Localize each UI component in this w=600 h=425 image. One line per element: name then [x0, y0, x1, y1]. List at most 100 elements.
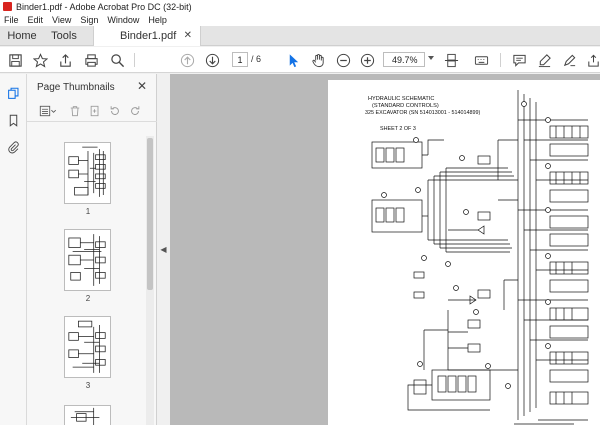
minus-circle-icon: [336, 53, 350, 67]
menu-view[interactable]: View: [52, 14, 72, 25]
bookmark-ribbon-icon: [9, 114, 18, 127]
print-button[interactable]: [82, 51, 100, 69]
schematic-sheet-number: SHEET 2 OF 3: [380, 126, 416, 132]
insert-page-button[interactable]: [87, 104, 102, 118]
rotate-right-icon: [130, 106, 139, 115]
page-thumbnails-icon: [8, 87, 19, 99]
insert-page-icon: [90, 105, 98, 117]
page-thumbnail-label: 1: [85, 207, 91, 216]
options-menu-icon: [39, 105, 57, 117]
page-thumbnail-2[interactable]: [64, 229, 111, 291]
keyboard-button[interactable]: [472, 51, 490, 69]
highlighter-pen-icon: [538, 53, 551, 67]
hand-tool-button[interactable]: [309, 51, 327, 69]
keyboard-icon: [474, 55, 488, 65]
page-thumbnail-label: 2: [85, 294, 91, 303]
pdf-page: HYDRAULIC SCHEMATIC (STANDARD CONTROLS) …: [328, 80, 600, 425]
close-tab-icon[interactable]: ✕: [183, 30, 192, 41]
paperclip-icon: [8, 141, 19, 154]
schematic-thumbnail-image: [68, 146, 106, 197]
trash-icon: [70, 106, 79, 117]
thumbnails-scrollbar[interactable]: [146, 136, 154, 425]
upload-button[interactable]: [56, 51, 74, 69]
thumbnail-options-button[interactable]: [37, 104, 59, 118]
page-thumbnail-4[interactable]: [64, 405, 111, 425]
share-button[interactable]: [584, 51, 600, 69]
arrow-down-circle-icon: [205, 53, 219, 67]
schematic-subtitle: (STANDARD CONTROLS): [372, 103, 439, 109]
zoom-in-button[interactable]: [358, 51, 376, 69]
zoom-out-button[interactable]: [334, 51, 352, 69]
pointer-arrow-icon: [289, 53, 298, 67]
main-toolbar: 1 / 6 49.7%: [0, 47, 600, 73]
comment-icon: [512, 54, 526, 67]
previous-page-button[interactable]: [178, 51, 196, 69]
zoom-level-input[interactable]: 49.7%: [383, 52, 425, 67]
page-fit-icon: [444, 53, 458, 67]
schematic-thumbnail-image: [68, 320, 106, 373]
hydraulic-schematic-drawing: [371, 90, 589, 425]
page-thumbnail-3[interactable]: [64, 316, 111, 378]
menu-edit[interactable]: Edit: [27, 14, 44, 25]
page-number-input[interactable]: 1: [232, 52, 248, 67]
page-thumbnail-1[interactable]: [64, 142, 111, 204]
star-icon: [32, 52, 48, 68]
document-viewer[interactable]: HYDRAULIC SCHEMATIC (STANDARD CONTROLS) …: [170, 74, 600, 425]
thumbnail-toolbar: [27, 100, 157, 122]
page-thumbnail-label: 3: [85, 381, 91, 390]
plus-circle-icon: [360, 53, 374, 67]
collapse-panel-handle[interactable]: ◀: [157, 74, 170, 425]
bookmarks-toggle[interactable]: [5, 112, 22, 129]
menu-window[interactable]: Window: [107, 14, 140, 25]
schematic-model: 325 EXCAVATOR (SN 514013001 - 514014899): [365, 110, 481, 116]
page-total: / 6: [251, 54, 262, 64]
chevron-left-icon: ◀: [160, 245, 167, 254]
menu-sign[interactable]: Sign: [80, 14, 99, 25]
title-bar: Binder1.pdf - Adobe Acrobat Pro DC (32-b…: [0, 0, 600, 13]
next-page-button[interactable]: [203, 51, 221, 69]
hand-icon: [311, 53, 324, 67]
toolbar-separator: [134, 53, 135, 67]
tab-document[interactable]: Binder1.pdf ✕: [93, 26, 201, 46]
tab-bar: Home Tools Binder1.pdf ✕: [0, 26, 600, 46]
attachments-toggle[interactable]: [5, 139, 22, 156]
delete-pages-button[interactable]: [67, 104, 82, 118]
print-icon: [84, 53, 98, 67]
save-icon: [8, 53, 22, 67]
scrollbar-thumb[interactable]: [147, 138, 153, 290]
schematic-thumbnail-image: [70, 407, 100, 425]
menu-bar: File Edit View Sign Window Help: [0, 13, 600, 26]
search-icon: [110, 53, 124, 67]
acrobat-app-icon: [3, 2, 12, 11]
toolbar-separator: [500, 53, 501, 67]
page-thumbnails-toggle[interactable]: [5, 85, 22, 102]
arrow-up-circle-icon: [180, 53, 194, 67]
panel-title: Page Thumbnails: [37, 82, 115, 93]
schematic-title: HYDRAULIC SCHEMATIC: [368, 96, 435, 102]
menu-file[interactable]: File: [4, 14, 19, 25]
navigation-rail: [0, 74, 27, 425]
upload-icon: [59, 53, 71, 67]
share-icon: [587, 54, 599, 67]
page-thumbnails-panel: Page Thumbnails ✕ 1: [27, 74, 157, 425]
tab-tools[interactable]: Tools: [51, 30, 77, 42]
rotate-clockwise-button[interactable]: [127, 104, 142, 118]
select-tool-button[interactable]: [284, 51, 302, 69]
close-panel-icon[interactable]: ✕: [137, 79, 148, 93]
tab-home[interactable]: Home: [7, 30, 37, 42]
highlight-button[interactable]: [535, 51, 553, 69]
fill-sign-pen-icon: [563, 54, 575, 66]
rotate-counterclockwise-button[interactable]: [107, 104, 122, 118]
page-display-button[interactable]: [442, 51, 460, 69]
window-title: Binder1.pdf - Adobe Acrobat Pro DC (32-b…: [16, 1, 192, 12]
tab-document-label: Binder1.pdf: [120, 30, 177, 42]
comment-button[interactable]: [510, 51, 528, 69]
bookmark-star-button[interactable]: [31, 51, 49, 69]
rotate-left-icon: [110, 106, 119, 115]
schematic-thumbnail-image: [68, 234, 106, 286]
menu-help[interactable]: Help: [148, 14, 167, 25]
find-button[interactable]: [108, 51, 126, 69]
save-button[interactable]: [6, 51, 24, 69]
zoom-dropdown-chevron-down-icon[interactable]: [428, 56, 434, 60]
sign-button[interactable]: [560, 51, 578, 69]
